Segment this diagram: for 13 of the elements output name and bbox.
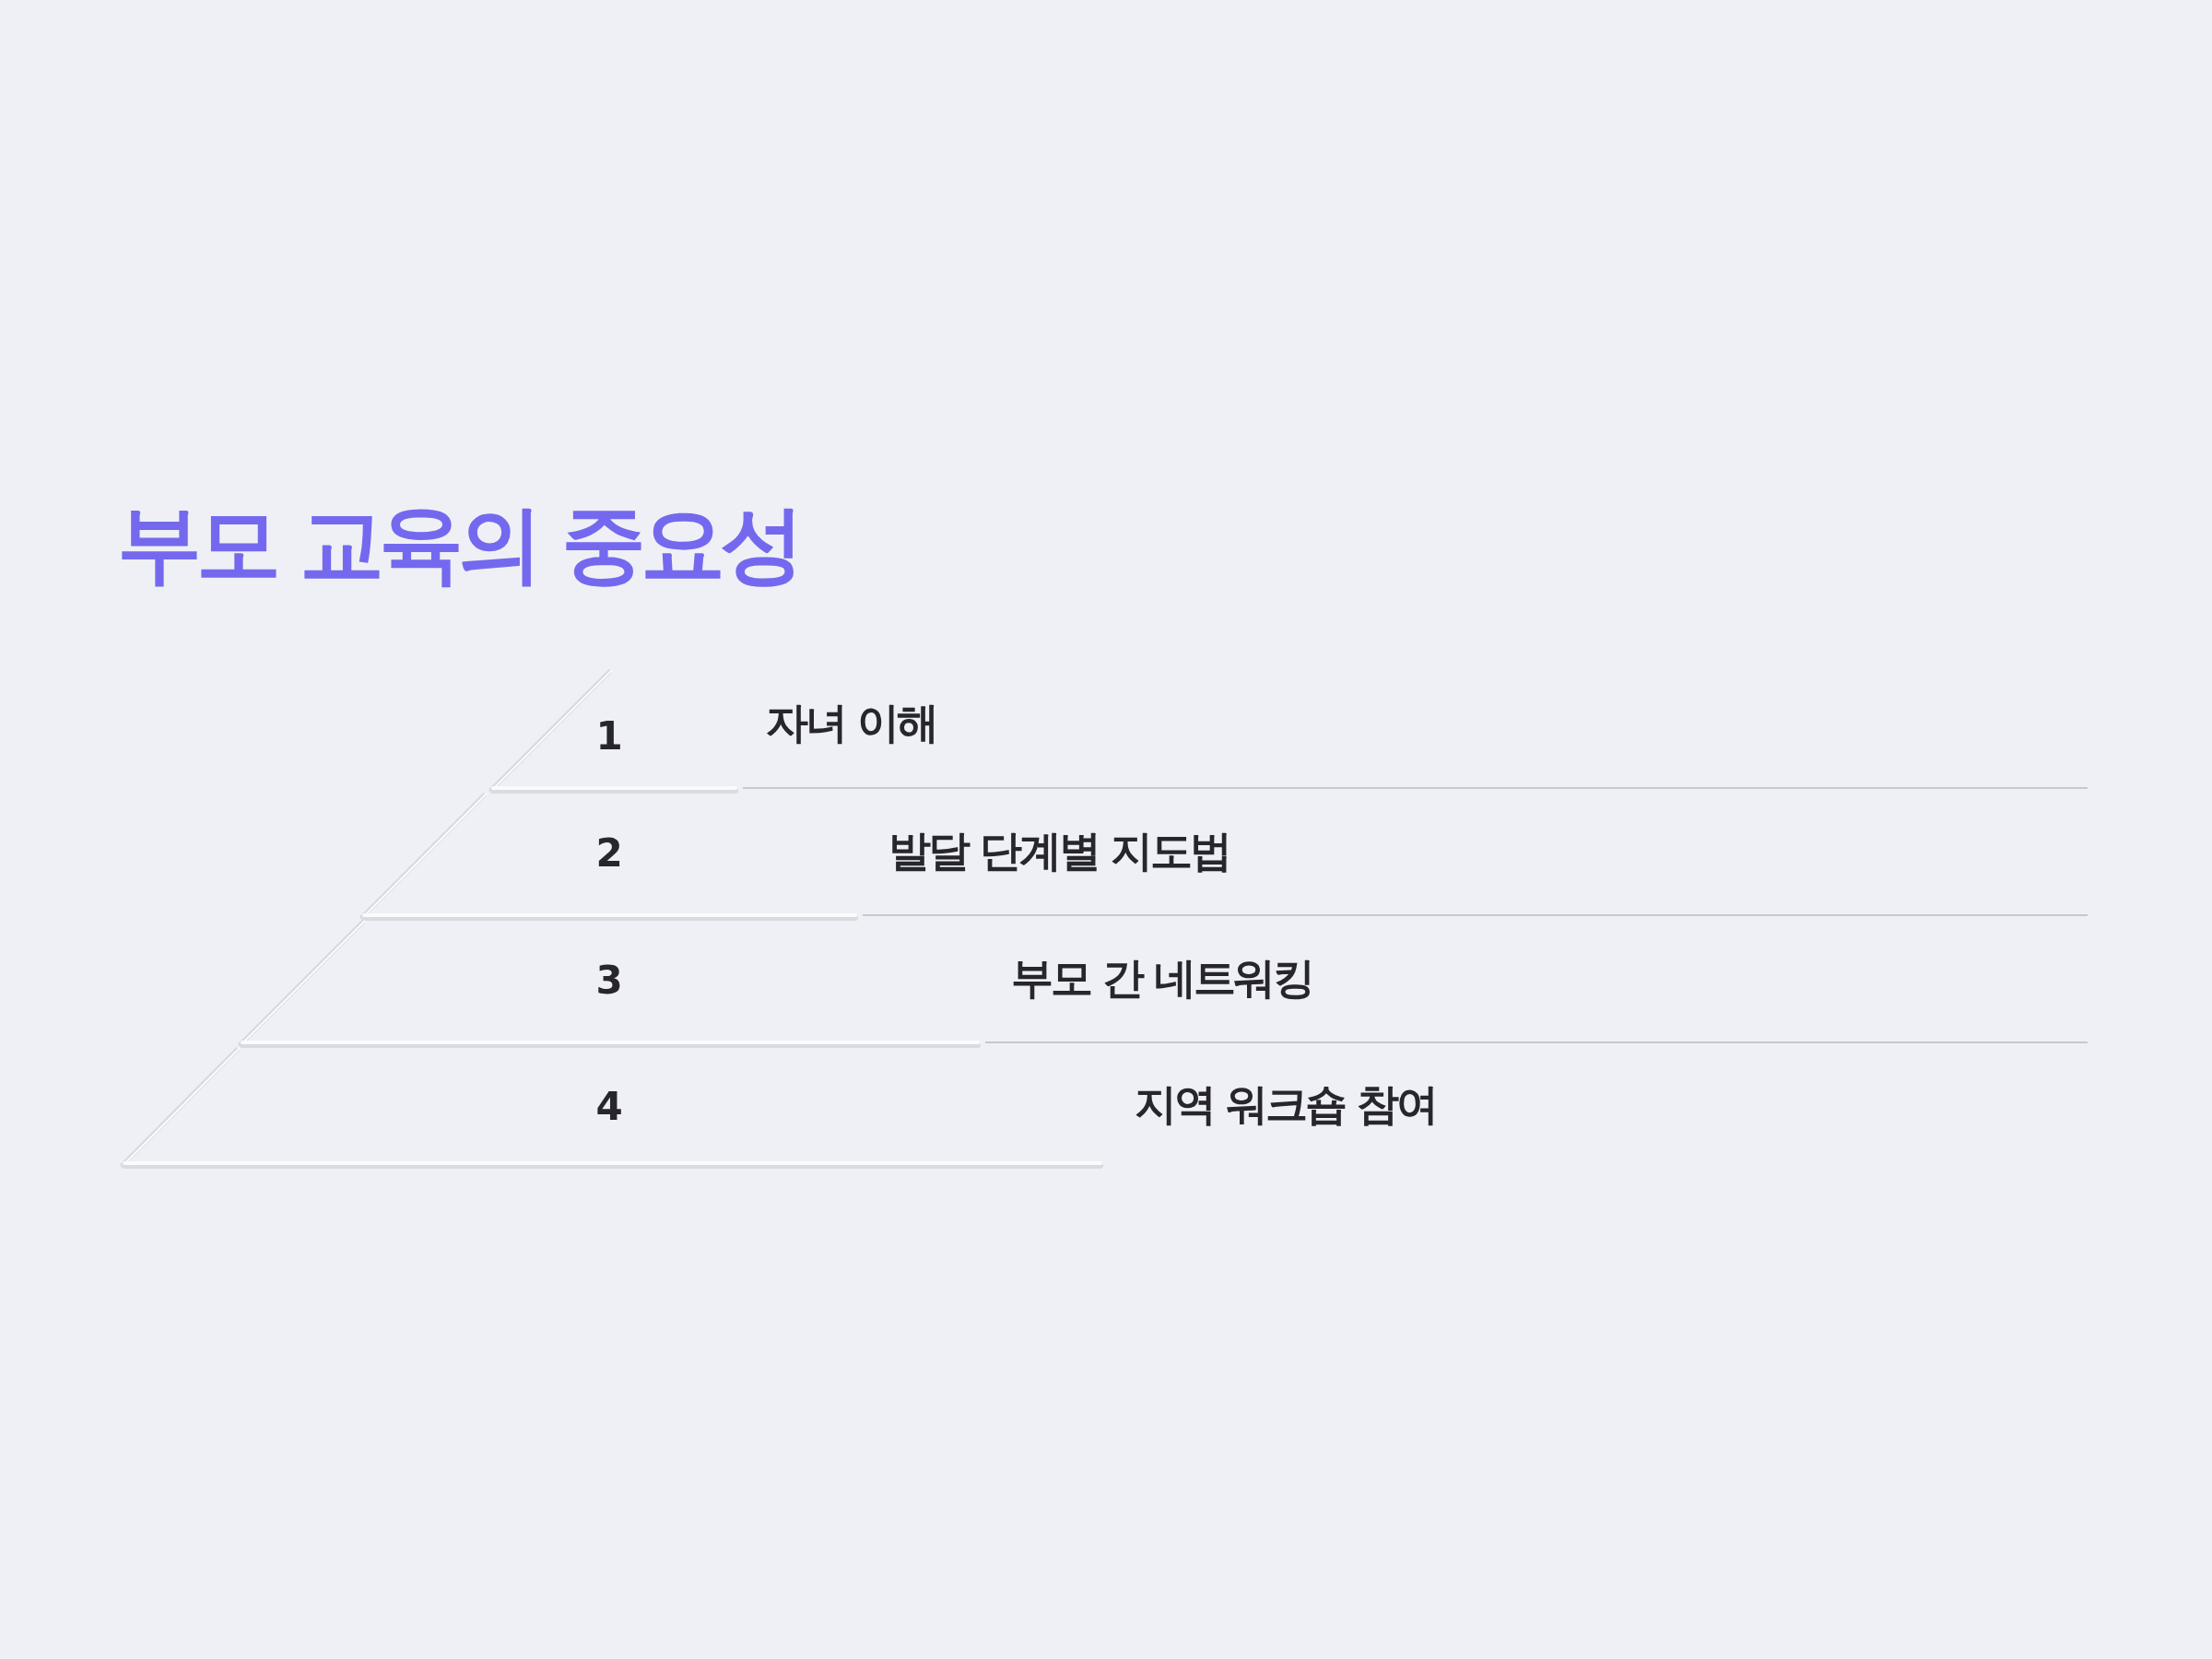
step-label: 자녀 이해	[766, 701, 936, 744]
step-label: 부모 간 네트워킹	[1011, 957, 1313, 999]
step-number: 4	[595, 1088, 623, 1126]
step-number: 3	[595, 961, 623, 1000]
title: 부모 교육의 중요성	[117, 502, 800, 587]
step-number: 1	[595, 717, 623, 756]
step-label: 발달 단계별 지도법	[888, 830, 1230, 872]
step-number: 2	[595, 834, 623, 873]
pyramid-layer	[486, 666, 741, 795]
pyramid-layer	[235, 917, 983, 1050]
step-label: 지역 워크숍 참여	[1135, 1083, 1437, 1125]
pyramid-layer	[117, 1044, 1106, 1171]
pyramid-layer	[357, 790, 861, 923]
